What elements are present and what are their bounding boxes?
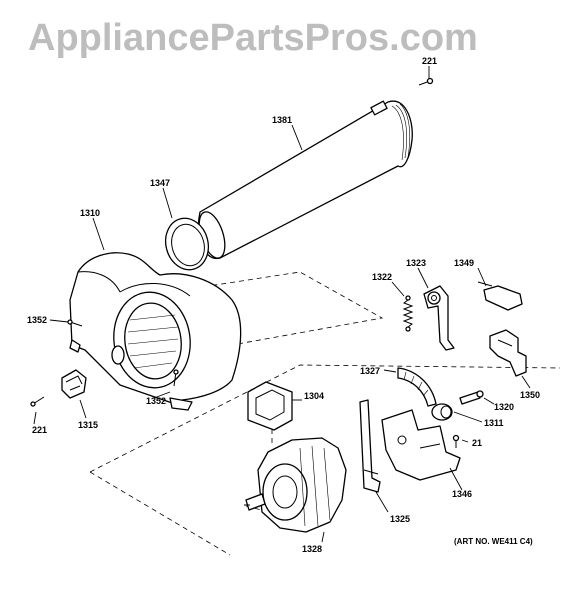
callout-1323: 1323 [406, 258, 426, 268]
idler-pulley-1311[interactable] [431, 403, 453, 421]
callout-1322: 1322 [372, 272, 392, 282]
callout-1349: 1349 [454, 258, 474, 268]
callout-1328: 1328 [302, 544, 322, 554]
callout-21: 21 [472, 438, 482, 448]
callout-221-top: 221 [422, 56, 437, 66]
art-number: (ART NO. WE411 C4) [454, 537, 533, 546]
callout-1352-bottom: 1352 [146, 396, 166, 406]
callout-1352-left: 1352 [27, 315, 47, 325]
screw-221-left[interactable] [30, 396, 45, 407]
callout-1315: 1315 [78, 420, 98, 430]
shaft-1320[interactable] [459, 390, 484, 405]
callout-1381: 1381 [272, 115, 292, 125]
callout-1311: 1311 [484, 418, 504, 428]
spring-1322[interactable] [402, 295, 414, 332]
leader-lines [33, 66, 531, 543]
callout-1346: 1346 [452, 489, 472, 499]
pulley-1315[interactable] [61, 369, 87, 399]
idler-arm-1323[interactable] [423, 285, 455, 351]
callout-1350: 1350 [520, 390, 540, 400]
bracket-1350[interactable] [489, 329, 527, 377]
watermark-text: AppliancePartsPros.com [28, 17, 478, 59]
screw-1352-left[interactable] [67, 319, 83, 327]
idler-bracket-1325[interactable] [359, 399, 381, 493]
callout-1327: 1327 [360, 366, 380, 376]
callout-1325: 1325 [390, 514, 410, 524]
motor-clip-1304[interactable] [247, 381, 293, 431]
screw-21[interactable] [452, 434, 460, 449]
callout-1310: 1310 [80, 208, 100, 218]
screw-221-top[interactable] [418, 77, 434, 86]
guide-1327[interactable] [397, 367, 437, 407]
callout-labels: 221 1381 1347 1310 1352 221 1315 1352 13… [27, 56, 540, 554]
switch-1349[interactable] [477, 281, 523, 311]
callout-1320: 1320 [494, 402, 514, 412]
blower-housing-1310[interactable] [69, 252, 242, 411]
duct-1381[interactable] [194, 100, 413, 261]
motor-mount-1346[interactable] [381, 409, 461, 481]
callout-1347: 1347 [150, 178, 170, 188]
callout-1304: 1304 [304, 391, 324, 401]
screw-1352-bottom[interactable] [173, 369, 179, 387]
drive-motor-1328[interactable] [244, 437, 347, 533]
callout-221-left: 221 [32, 425, 47, 435]
seal-ring-1347[interactable] [160, 213, 214, 274]
